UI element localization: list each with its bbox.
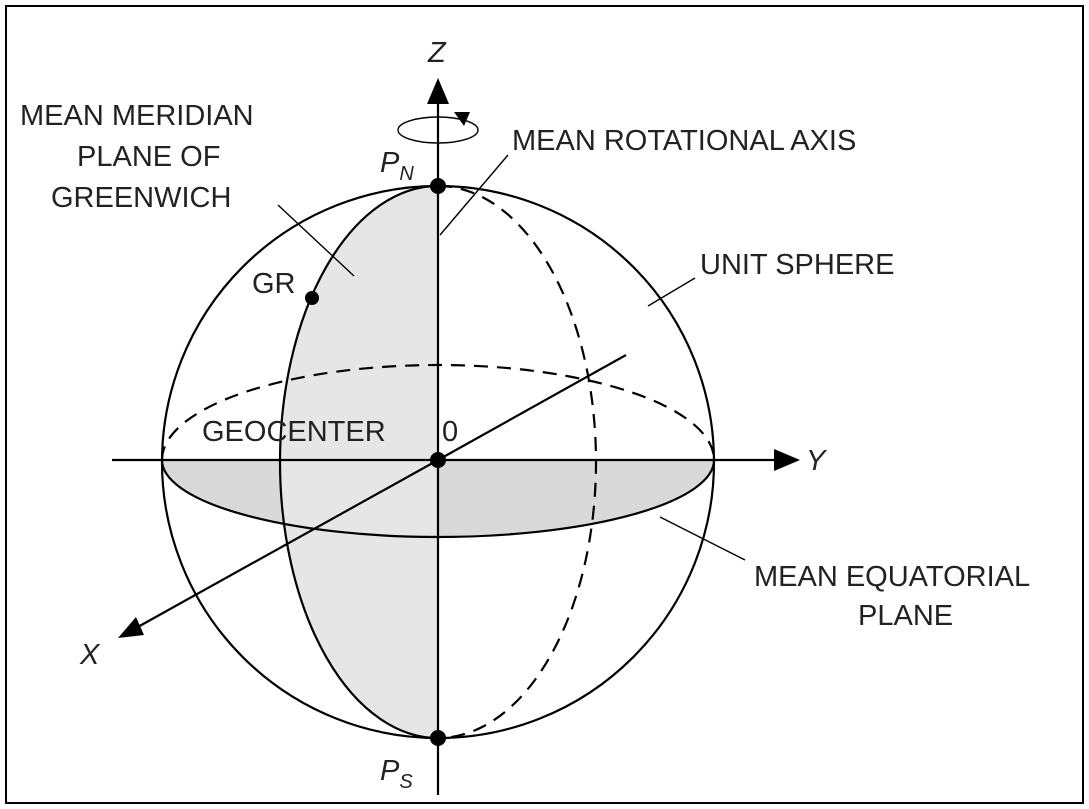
south-pole-point: [430, 730, 446, 746]
back-meridian-dashed: [437, 184, 598, 740]
figure-border: [5, 5, 1084, 804]
y-axis-arrowhead: [774, 449, 800, 471]
north-pole-point: [430, 178, 446, 194]
meridian-plane-label-line1: MEAN MERIDIAN: [20, 100, 254, 132]
rotational-axis-label: MEAN ROTATIONAL AXIS: [512, 125, 856, 157]
x-axis-label: X: [79, 639, 101, 671]
rotation-arrowhead: [454, 112, 470, 126]
greenwich-point-label: GR: [252, 268, 296, 300]
x-axis-arrowhead: [118, 617, 144, 638]
greenwich-point: [305, 291, 319, 305]
unit-sphere-label: UNIT SPHERE: [700, 249, 894, 281]
greenwich-meridian-arc: [278, 184, 439, 740]
z-axis-label: Z: [427, 37, 447, 69]
z-axis-arrowhead: [427, 78, 449, 104]
north-pole-label: PN: [380, 147, 414, 185]
unit-sphere-leader: [647, 277, 696, 307]
equatorial-plane-leader: [659, 516, 746, 561]
geocenter-point: [430, 452, 446, 468]
meridian-plane-label-line3: GREENWICH: [51, 182, 231, 214]
rotation-arrow-ellipse: [397, 116, 479, 144]
origin-label: 0: [442, 416, 458, 448]
rotational-axis-leader: [439, 154, 509, 236]
y-axis-label: Y: [806, 445, 828, 477]
south-pole-label: PS: [380, 755, 413, 793]
x-axis-back-line: [437, 354, 627, 461]
x-axis-line: [135, 459, 439, 629]
greenwich-meridian-plane: [280, 186, 438, 738]
meridian-leader: [277, 204, 355, 277]
meridian-plane-label-line2: PLANE OF: [77, 141, 220, 173]
equatorial-plane-label-line2: PLANE: [858, 600, 953, 632]
geocenter-label: GEOCENTER: [202, 416, 386, 448]
equatorial-plane-label-line1: MEAN EQUATORIAL: [754, 561, 1030, 593]
